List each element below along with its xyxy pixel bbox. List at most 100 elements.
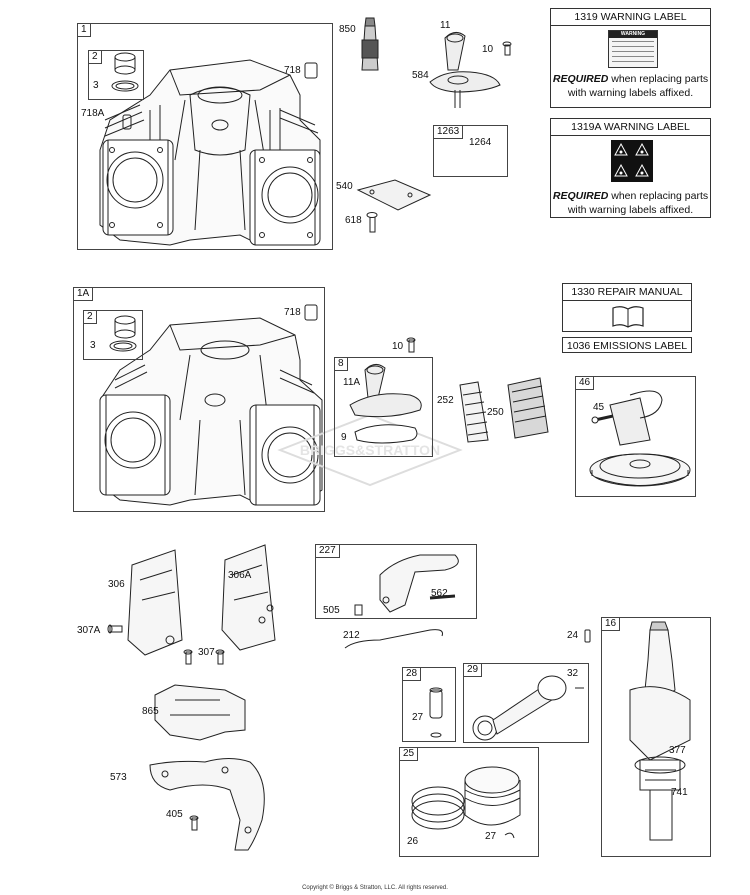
panel-46-tag: 46 (576, 377, 595, 390)
callout-377: 377 (669, 745, 686, 756)
screw-307-art (183, 649, 225, 665)
panel-227-tag: 227 (316, 545, 340, 558)
panel-227: 227 (315, 544, 477, 619)
callout-741: 741 (671, 787, 688, 798)
warning-label-1319A-line2: with warning labels affixed. (567, 204, 694, 216)
panel-8: 8 (334, 357, 433, 457)
book-icon (612, 306, 644, 328)
callout-718-mid: 718 (284, 307, 301, 318)
warning-sticker-head: WARNING (609, 31, 657, 38)
required-bold-text: REQUIRED (552, 73, 609, 85)
panel-16: 16 (601, 617, 711, 857)
gasket-540-art (356, 179, 432, 211)
required-rest-text: when replacing parts (608, 73, 709, 85)
callout-306: 306 (108, 579, 125, 590)
filter-250-art (507, 377, 549, 439)
bushing-2b-art (109, 315, 137, 352)
filter-252-art (459, 381, 489, 443)
sealant-tube-850-art (361, 17, 379, 71)
dowel-718b-art (304, 304, 318, 321)
panel-1A-tag: 1A (74, 288, 94, 301)
camshaft-46-art (589, 390, 691, 487)
panel-1263-tag: 1263 (434, 126, 464, 139)
callout-573: 573 (110, 772, 127, 783)
repair-manual-1330: 1330 REPAIR MANUAL (562, 283, 692, 332)
callout-32: 32 (567, 668, 579, 679)
dowel-718-art (304, 62, 318, 79)
warning-sticker-image: WARNING (608, 30, 658, 68)
callout-540: 540 (336, 181, 353, 192)
callout-10-top: 10 (482, 44, 494, 55)
panel-1-tag: 1 (78, 24, 91, 37)
screw-10-top-art (502, 41, 512, 56)
warning-label-1319-required: REQUIRED when replacing parts (551, 73, 710, 86)
warning-label-1319A-title: 1319A WARNING LABEL (551, 119, 710, 136)
piston-25-art (411, 766, 521, 839)
screw-307A-art (107, 624, 123, 634)
panel-1: 1 (77, 23, 333, 250)
governor-227-art (354, 554, 459, 616)
repair-manual-title: 1330 REPAIR MANUAL (563, 284, 691, 301)
callout-212: 212 (343, 630, 360, 641)
screw-10-mid-art (406, 337, 416, 353)
panel-2b: 2 (83, 310, 143, 360)
breather-assembly-8-art (349, 364, 422, 444)
plate-573-art (149, 758, 265, 851)
screw-405-art (189, 815, 199, 831)
callout-718A: 718A (81, 108, 105, 119)
callout-865: 865 (142, 706, 159, 717)
screw-618-art (366, 212, 378, 233)
callout-11A: 11A (343, 377, 361, 388)
callout-850: 850 (339, 24, 356, 35)
panel-25-tag: 25 (400, 748, 419, 761)
panel-1263: 1263 (433, 125, 508, 177)
copyright-footer: Copyright © Briggs & Stratton, LLC. All … (302, 885, 448, 891)
cylinder-block-1A (99, 317, 323, 506)
bushing-2a-art (111, 52, 139, 92)
callout-584: 584 (412, 70, 429, 81)
required-rest-text: when replacing parts (608, 190, 709, 202)
panel-2a-tag: 2 (89, 51, 102, 64)
callout-250: 250 (487, 407, 504, 418)
breather-plate-584-art (429, 71, 501, 108)
panel-46: 46 (575, 376, 696, 497)
panel-1A: 1A (73, 287, 325, 512)
required-bold-text: REQUIRED (552, 190, 609, 202)
callout-718-top: 718 (284, 65, 301, 76)
callout-3-mid: 3 (90, 340, 96, 351)
callout-307A: 307A (77, 625, 101, 636)
warning-symbols-image (611, 140, 653, 182)
connecting-rod-29-art (472, 675, 584, 741)
panel-16-tag: 16 (602, 618, 621, 631)
callout-1264: 1264 (469, 137, 492, 148)
panel-8-tag: 8 (335, 358, 348, 371)
callout-252: 252 (437, 395, 454, 406)
callout-10-mid: 10 (392, 341, 404, 352)
callout-9: 9 (341, 432, 347, 443)
warning-label-1319A: 1319A WARNING LABEL REQUIRED when replac… (550, 118, 711, 218)
cylinder-block-1 (99, 59, 321, 246)
panel-28: 28 (402, 667, 456, 742)
callout-306A: 306A (228, 570, 252, 581)
crankshaft-16-art (629, 621, 691, 841)
air-guide-306-art (127, 549, 183, 656)
warning-label-1319-line2: with warning labels affixed. (567, 87, 694, 99)
emissions-label-1036: 1036 EMISSIONS LABEL (562, 337, 692, 353)
piston-pin-28-art (429, 687, 443, 738)
panel-28-tag: 28 (403, 668, 422, 681)
callout-27-pin: 27 (412, 712, 424, 723)
shield-865-art (154, 684, 246, 741)
dowel-718A-art (122, 114, 132, 130)
callout-27-piston: 27 (485, 831, 497, 842)
link-212-art (344, 629, 443, 649)
panel-2b-tag: 2 (84, 311, 97, 324)
callout-562: 562 (431, 588, 448, 599)
panel-29-tag: 29 (464, 664, 483, 677)
panel-29: 29 (463, 663, 589, 743)
callout-3-top: 3 (93, 80, 99, 91)
breather-tube-11-art (444, 32, 466, 71)
callout-405: 405 (166, 809, 183, 820)
callout-26: 26 (407, 836, 419, 847)
